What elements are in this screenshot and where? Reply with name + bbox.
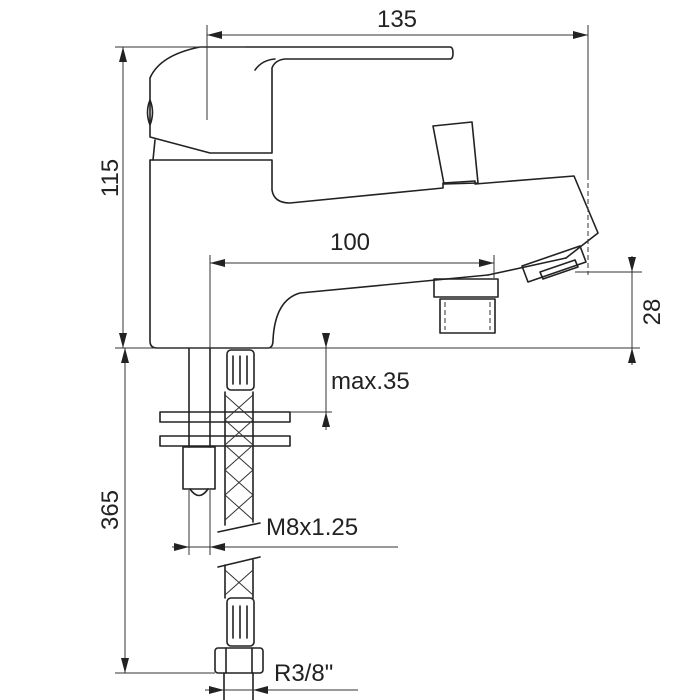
dim-28-label: 28	[639, 299, 666, 326]
dimension-365: 365	[97, 348, 215, 674]
dim-135-label: 135	[377, 6, 417, 33]
dim-365-label: 365	[97, 490, 124, 530]
dimension-m8: M8x1.25	[172, 490, 398, 555]
dimension-max35: max.35	[290, 333, 410, 430]
diverter-knob	[432, 121, 479, 185]
dim-m8-label: M8x1.25	[266, 514, 358, 541]
dimension-135: 135	[206, 6, 589, 275]
dim-115-label: 115	[97, 159, 124, 197]
faucet-body	[149, 159, 599, 349]
dimension-r38: R3/8"	[205, 660, 358, 694]
dimension-100: 100	[209, 229, 495, 348]
dimension-115: 115	[97, 46, 640, 349]
dim-100-label: 100	[330, 229, 370, 256]
lever-handle	[146, 46, 454, 161]
flex-hose	[214, 349, 264, 700]
dimension-28: 28	[575, 256, 666, 365]
shower-outlet	[521, 245, 587, 283]
aerator	[433, 278, 499, 334]
dim-max35-label: max.35	[331, 368, 410, 395]
dim-r38-label: R3/8"	[274, 660, 333, 687]
